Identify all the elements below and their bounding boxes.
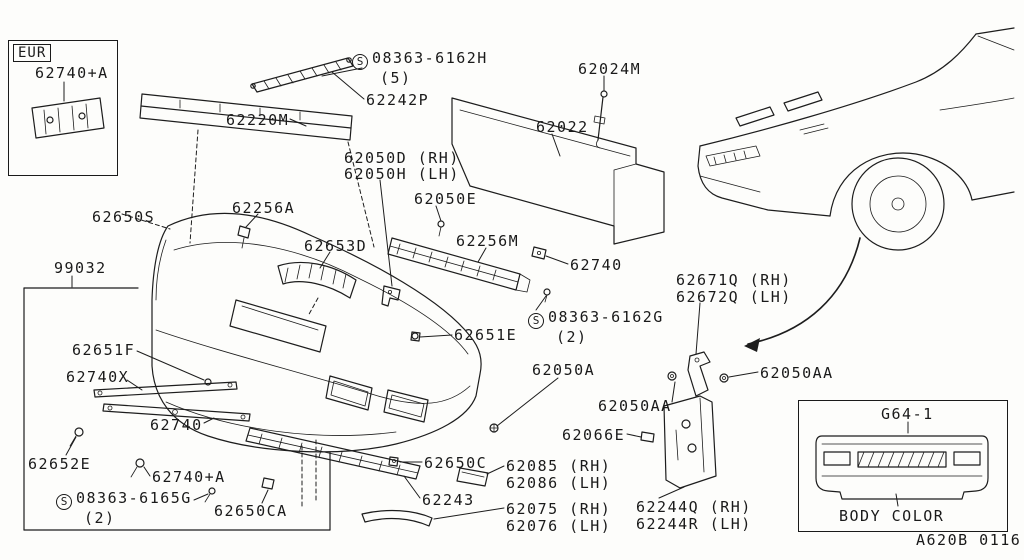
part-label-62244q-rh: 62244Q (RH) (636, 498, 752, 516)
screw-qty: (5) (380, 69, 412, 87)
bolt-62050aa-left-drawing (667, 371, 677, 381)
inset-bumper-drawing (815, 435, 989, 500)
part-label-62022: 62022 (536, 118, 589, 136)
part-label-62050aa-right: 62050AA (760, 364, 834, 382)
car-outline-drawing (697, 27, 1015, 251)
part-label-62075-rh: 62075 (RH) (506, 500, 612, 518)
part-label-62085-rh: 62085 (RH) (506, 457, 612, 475)
part-label-62086-lh: 62086 (LH) (506, 474, 612, 492)
part-label-62653d: 62653D (304, 237, 368, 255)
part-label-62740a-eur: 62740+A (35, 64, 109, 82)
part-label-62672q-lh: 62672Q (LH) (676, 288, 792, 306)
bolt-62652e-drawing (69, 427, 84, 447)
bolt-62740a-side-drawing (130, 458, 145, 478)
part-label-62050a: 62050A (532, 361, 596, 379)
part-label-62740-side: 62740 (150, 416, 203, 434)
part-label-62650s: 62650S (92, 208, 156, 226)
bolt-62050a-drawing (489, 423, 499, 433)
energy-absorber-62022-drawing (451, 97, 665, 245)
side-bracket-62740x-drawing (93, 381, 238, 398)
eur-variant-box: EUR 62740+A (8, 40, 118, 176)
part-label-62671q-rh: 62671Q (RH) (676, 271, 792, 289)
eur-bracket-62740a-drawing (31, 97, 105, 139)
upper-retainer-62242p-drawing (250, 57, 354, 93)
screw-symbol-icon: S (56, 494, 72, 510)
part-label-62076-lh: 62076 (LH) (506, 517, 612, 535)
spacer-62085-drawing (456, 467, 489, 487)
valance-62243-drawing (245, 427, 421, 480)
lower-retainer-62256m-drawing (387, 237, 531, 293)
part-label-62220m: 62220M (226, 111, 290, 129)
clip-62651e-drawing (410, 331, 421, 342)
stay-62671q-drawing (687, 351, 711, 397)
bracket-62050d-drawing (381, 285, 401, 307)
side-bracket-62740-drawing (102, 403, 251, 422)
bolt-62050aa-right-drawing (719, 373, 729, 383)
clip-62256a-drawing (237, 225, 251, 249)
inset-title-g64-1: G64-1 (881, 405, 934, 423)
inset-caption-body-color: BODY COLOR (839, 507, 945, 525)
part-label-62066e: 62066E (562, 426, 626, 444)
leader-lines (63, 67, 909, 520)
part-label-62651e: 62651E (454, 326, 518, 344)
screw-qty: (2) (84, 509, 116, 527)
part-label-62050d-rh: 62050D (RH) (344, 149, 460, 167)
pointer-arrow (744, 237, 861, 352)
clip-62650c-drawing (388, 456, 399, 467)
part-label-62050e: 62050E (414, 190, 478, 208)
inset-box-g64: G64-1 BODY COLOR (798, 400, 1008, 532)
part-label-62650ca: 62650CA (214, 502, 288, 520)
figure-code: A620B 0116 (916, 531, 1022, 549)
clip-62740-upper-drawing (531, 246, 547, 260)
screw-6162g-drawing (543, 288, 551, 303)
reinforcement-bar-62220m-drawing (139, 93, 353, 141)
part-label-62256a: 62256A (232, 199, 296, 217)
part-label-62050aa-left: 62050AA (598, 397, 672, 415)
finisher-62075-drawing (361, 509, 433, 527)
part-label-62024m: 62024M (578, 60, 642, 78)
bracket-62244q-drawing (663, 395, 717, 489)
part-label-62651f: 62651F (72, 341, 136, 359)
center-finisher-62653d-drawing (277, 261, 357, 299)
screw-part-number: 08363-6162G (548, 308, 664, 326)
part-label-62652e: 62652E (28, 455, 92, 473)
part-label-62740x: 62740X (66, 368, 130, 386)
screw-symbol-icon: S (352, 54, 368, 70)
eur-tag: EUR (13, 44, 52, 62)
projection-lines (121, 129, 375, 509)
part-label-62243: 62243 (422, 491, 475, 509)
part-label-99032: 99032 (54, 259, 107, 277)
part-label-62256m: 62256M (456, 232, 520, 250)
bumper-fascia-drawing (151, 212, 482, 453)
clip-62050e-drawing (437, 220, 445, 237)
part-label-62740a-side: 62740+A (152, 468, 226, 486)
part-label-62050h-lh: 62050H (LH) (344, 165, 460, 183)
screw-6165g-drawing (204, 487, 216, 503)
part-label-62740-upper: 62740 (570, 256, 623, 274)
screw-part-number: 08363-6165G (76, 489, 192, 507)
part-label-62244r-lh: 62244R (LH) (636, 515, 752, 533)
screw-qty: (2) (556, 328, 588, 346)
kit-box-99032-outline (23, 287, 331, 531)
clip-62650ca-drawing (261, 477, 275, 490)
part-label-62650c: 62650C (424, 454, 488, 472)
clip-62066e-drawing (640, 431, 655, 443)
part-label-62242p: 62242P (366, 91, 430, 109)
screw-part-number: 08363-6162H (372, 49, 488, 67)
screw-symbol-icon: S (528, 313, 544, 329)
